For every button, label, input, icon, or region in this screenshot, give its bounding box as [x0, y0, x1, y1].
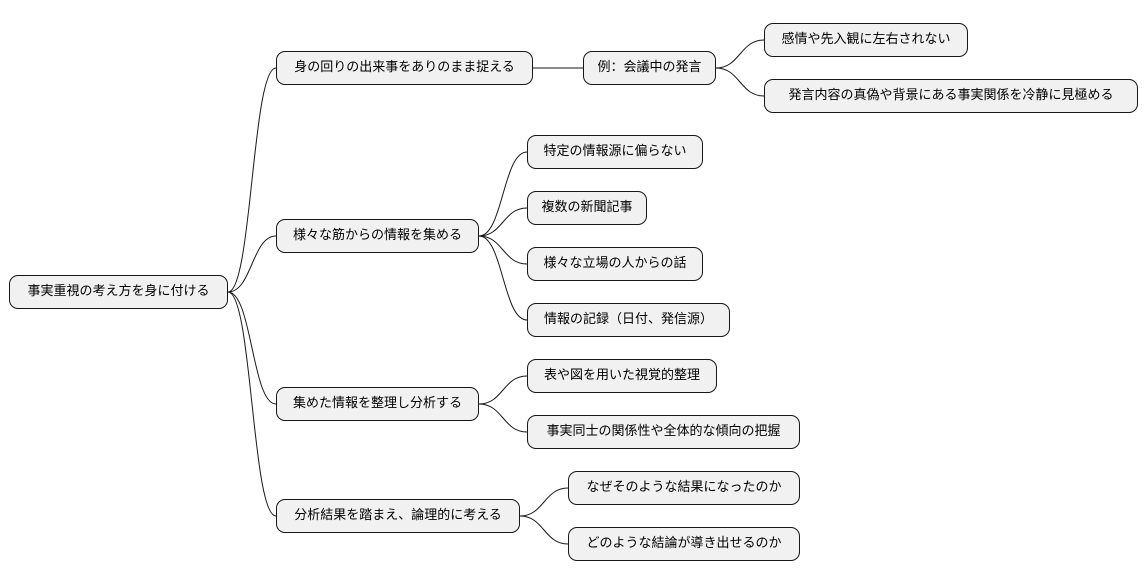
branch-node-collect: 様々な筋からの情報を集める [276, 219, 479, 253]
leaf-node-bias: 特定の情報源に偏らない [527, 135, 703, 169]
link-example-to-emotion [715, 39, 765, 69]
example-node-meeting: 例：会議中の発言 [583, 51, 716, 85]
leaf-node-relations: 事実同士の関係性や全体的な傾向の把握 [527, 415, 800, 449]
link-root-to-branch-observe [227, 67, 277, 293]
leaf-node-conclusion: どのような結論が導き出せるのか [568, 527, 800, 561]
link-analyze-to-visual [478, 375, 528, 405]
link-root-to-branch-reason [227, 291, 277, 517]
link-root-to-branch-analyze [227, 291, 277, 405]
link-collect-to-bias [478, 151, 528, 237]
branch-node-reason: 分析結果を踏まえ、論理的に考える [276, 499, 520, 533]
link-collect-to-newspapers [478, 207, 528, 237]
root-node: 事実重視の考え方を身に付ける [9, 275, 228, 309]
leaf-node-record: 情報の記録（日付、発信源） [527, 303, 730, 337]
link-reason-to-conclusion [519, 515, 569, 545]
leaf-node-why: なぜそのような結果になったのか [568, 471, 800, 505]
link-example-to-truth [715, 67, 765, 97]
leaf-node-newspapers: 複数の新聞記事 [527, 191, 647, 225]
link-reason-to-why [519, 487, 569, 517]
link-collect-to-record [478, 235, 528, 321]
link-analyze-to-relations [478, 403, 528, 433]
leaf-node-visual: 表や図を用いた視覚的整理 [527, 359, 717, 393]
branch-node-analyze: 集めた情報を整理し分析する [276, 387, 479, 421]
leaf-node-positions: 様々な立場の人からの話 [527, 247, 703, 281]
branch-node-observe: 身の回りの出来事をありのまま捉える [276, 51, 533, 85]
leaf-node-truth: 発言内容の真偽や背景にある事実関係を冷静に見極める [764, 79, 1138, 113]
leaf-node-emotion: 感情や先入観に左右されない [764, 23, 968, 57]
link-root-to-branch-collect [227, 235, 277, 293]
link-collect-to-positions [478, 235, 528, 265]
